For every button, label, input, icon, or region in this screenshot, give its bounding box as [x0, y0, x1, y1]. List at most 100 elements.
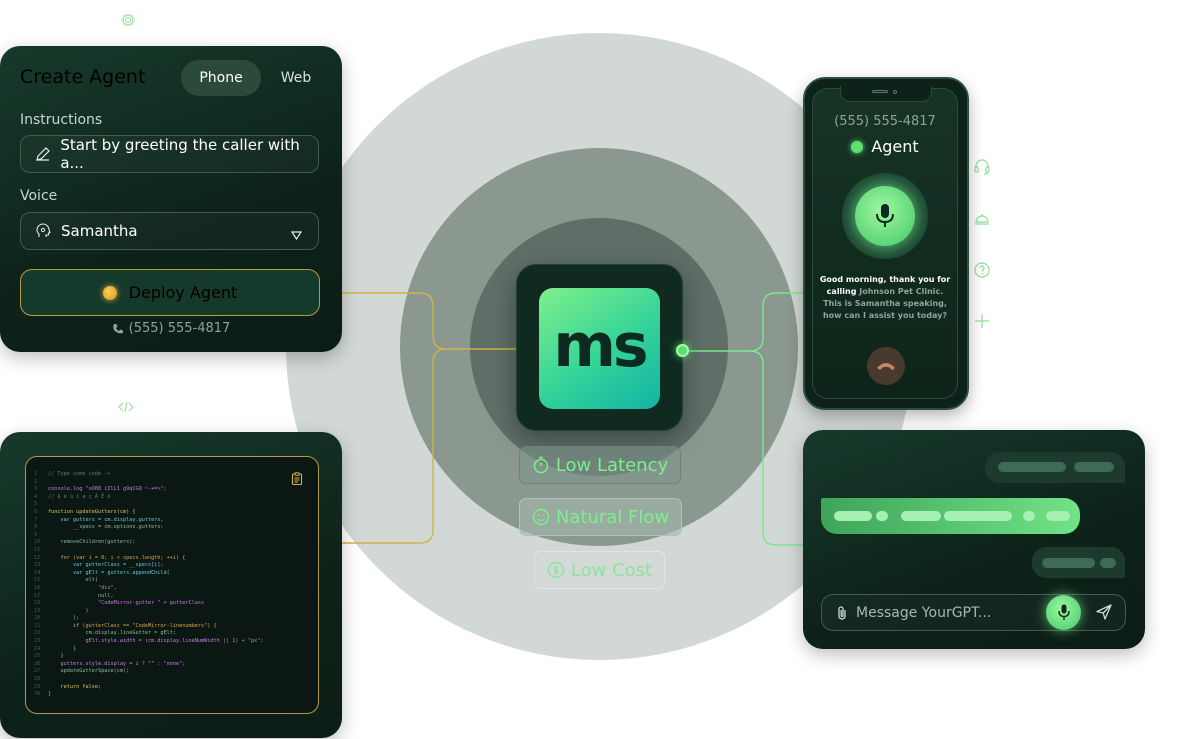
code-line: 8 __specs = cm.options.gutters; [34, 524, 164, 531]
microphone-icon [1057, 604, 1070, 620]
ms-logo: ms [539, 288, 660, 409]
hangup-button[interactable] [867, 347, 905, 385]
text-placeholder [1042, 558, 1095, 568]
text-placeholder [1046, 511, 1070, 521]
code-line: 27 updateGutterSpace(cm); [34, 668, 130, 675]
status-dot [102, 285, 117, 300]
code-line: 15 elt( [34, 577, 98, 584]
code-line: 18 "CodeMirror-gutter " + gutterClass [34, 600, 205, 607]
feature-label: Low Cost [570, 559, 653, 581]
text-placeholder [1074, 462, 1114, 472]
call-agent-status: Agent [812, 137, 958, 156]
code-line: 14 var gElt = gutters.appendChild( [34, 569, 170, 576]
gear-icon [119, 11, 137, 29]
message-input[interactable]: Message YourGPT... [821, 594, 1126, 631]
coin-icon [547, 561, 565, 579]
smile-icon [532, 508, 550, 526]
feature-low-latency: Low Latency [519, 446, 681, 484]
hangup-icon [877, 363, 895, 370]
create-agent-title: Create Agent [20, 66, 146, 88]
transcript-clinic: Johnson Pet Clinic. [859, 287, 944, 296]
text-placeholder [1100, 558, 1116, 568]
phone-number-text: (555) 555-4817 [128, 321, 231, 336]
call-number: (555) 555-4817 [834, 114, 936, 129]
microphone-icon [876, 204, 894, 227]
front-camera [893, 90, 897, 94]
paperclip-icon[interactable] [836, 605, 848, 621]
stopwatch-icon [533, 456, 549, 474]
message-placeholder: Message YourGPT... [856, 604, 992, 621]
active-dot [851, 140, 864, 153]
transcript-part: Good morning, thank you for calling [819, 275, 951, 296]
logo-text: ms [553, 310, 648, 381]
feature-label: Natural Flow [555, 506, 670, 528]
text-placeholder [998, 462, 1066, 472]
text-placeholder [1023, 511, 1035, 521]
code-line: 2 [34, 478, 38, 485]
phone-notch [840, 86, 932, 102]
code-line: 28 [34, 676, 41, 683]
bell-icon [972, 208, 992, 228]
call-transcript: Good morning, thank you for calling John… [818, 274, 952, 322]
instructions-label: Instructions [20, 112, 103, 128]
text-placeholder [876, 511, 888, 521]
chevron-down-icon [290, 226, 303, 244]
code-line: 29 return false; [34, 683, 102, 690]
code-line: 11 [34, 546, 41, 553]
instructions-field[interactable]: Start by greeting the caller with a... [20, 135, 319, 173]
code-icon [117, 399, 135, 415]
voice-head-icon [34, 222, 52, 240]
headset-icon [972, 157, 992, 177]
connector-node [676, 344, 689, 357]
instructions-value: Start by greeting the caller with a... [60, 136, 300, 172]
code-line: 4// â é ù ï ø ç Ã Ē ë [34, 493, 111, 500]
code-line: 7 var gutters = cm.display.gutters, [34, 516, 164, 523]
plus-icon [972, 311, 992, 331]
code-line: 17 null, [34, 592, 114, 599]
agent-phone-number: (555) 555-4817 [0, 321, 342, 336]
code-line: 25 } [34, 653, 64, 660]
pencil-icon [34, 145, 51, 163]
code-line: 19 ) [34, 607, 89, 614]
voice-select[interactable]: Samantha [20, 212, 319, 250]
clipboard-icon[interactable] [291, 470, 303, 489]
tab-phone[interactable]: Phone [181, 60, 261, 96]
code-line: 12 for (var i = 0; i < specs.length; ++i… [34, 554, 186, 561]
code-line: 22 cm.display.lineGutter = gElt; [34, 630, 177, 637]
transcript-part: This is Samantha speaking, how can I ass… [822, 299, 948, 320]
deploy-agent-button[interactable]: Deploy Agent [20, 269, 320, 316]
voice-label: Voice [20, 188, 58, 204]
code-line: 21 if (gutterClass == "CodeMirror-linenu… [34, 622, 217, 629]
call-agent-label: Agent [871, 137, 919, 156]
feature-low-cost: Low Cost [534, 551, 665, 589]
chat-mic-button[interactable] [1046, 595, 1081, 630]
send-icon[interactable] [1094, 602, 1114, 622]
code-line: 5 [34, 501, 38, 508]
deploy-agent-label: Deploy Agent [128, 283, 238, 302]
code-line: 24 } [34, 645, 77, 652]
code-line: 13 var gutterClass = __specs[i]; [34, 562, 164, 569]
feature-natural-flow: Natural Flow [519, 498, 682, 536]
help-icon [972, 260, 992, 280]
code-line: 23 gElt.style.width = (cm.display.lineNu… [34, 638, 264, 645]
voice-value: Samantha [61, 222, 138, 240]
tab-web[interactable]: Web [280, 70, 312, 86]
code-line: 1// Type some code -> [34, 471, 111, 477]
code-line: 16 "div", [34, 584, 117, 591]
call-mic-button[interactable] [855, 186, 915, 246]
code-line: 30} [34, 691, 52, 698]
phone-icon [112, 323, 123, 333]
code-line: 10 removeChildren(gutters); [34, 539, 136, 546]
text-placeholder [944, 511, 1012, 521]
speaker-grille [872, 90, 888, 93]
text-placeholder [834, 511, 872, 521]
text-placeholder [901, 511, 941, 521]
feature-label: Low Latency [555, 454, 669, 476]
code-line: 26 gutters.style.display = i ? "" : "non… [34, 660, 186, 667]
